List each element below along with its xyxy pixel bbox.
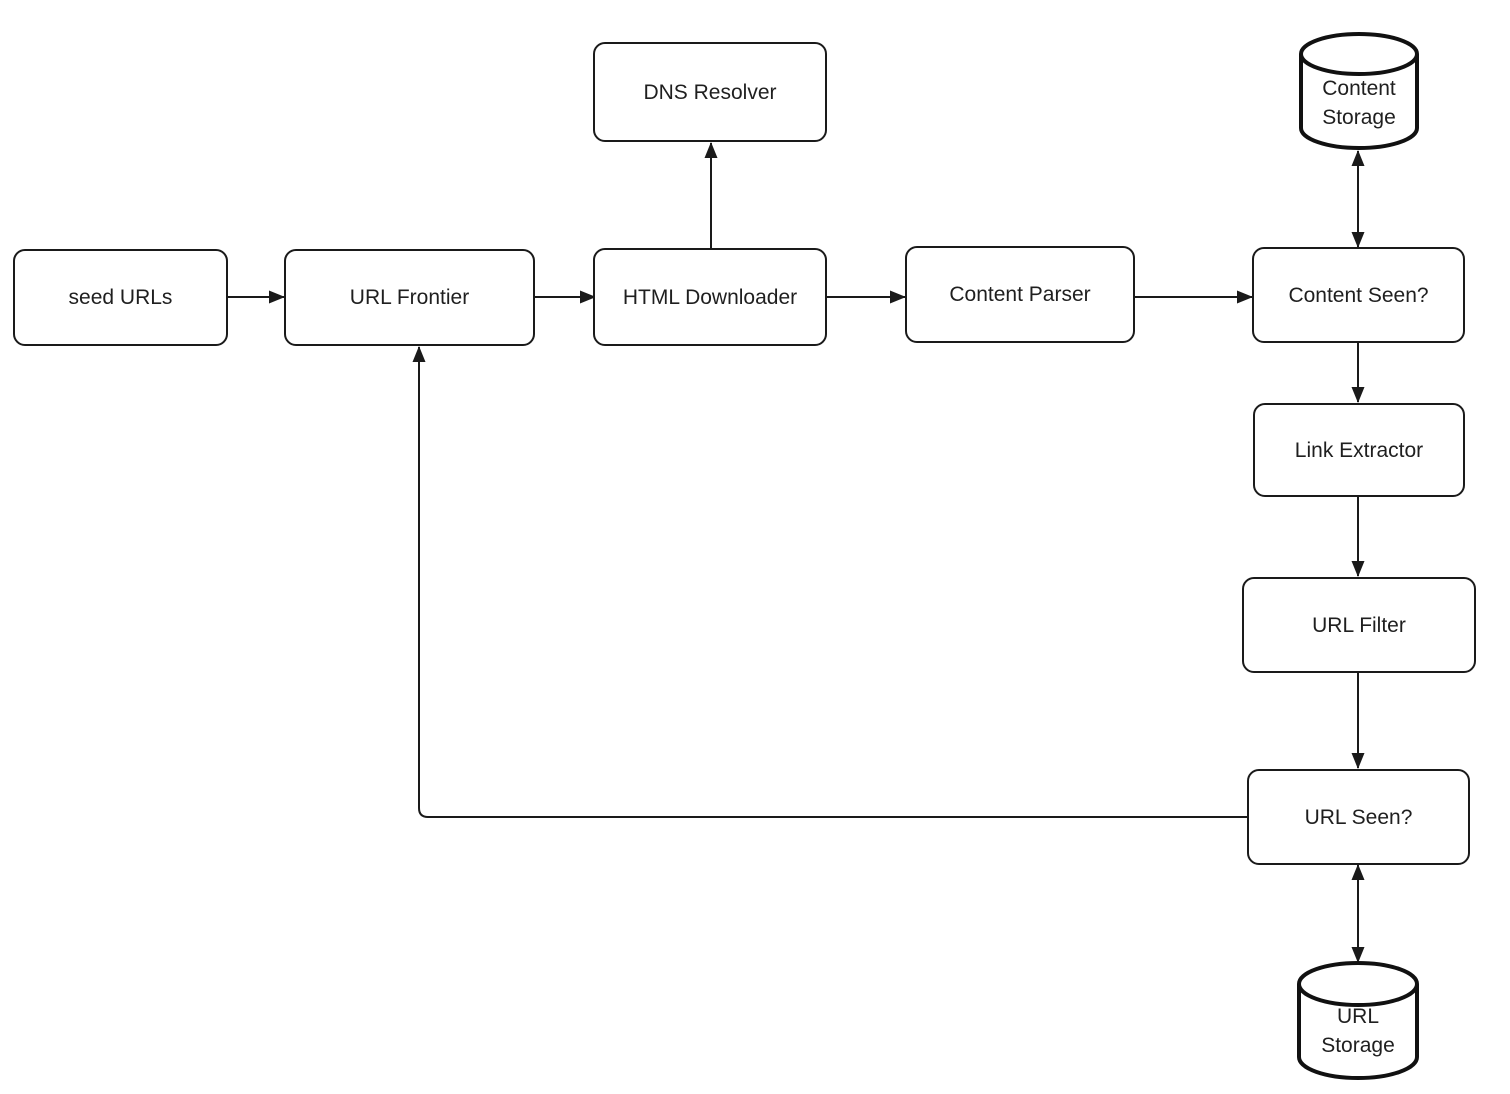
node-label: Content Parser [949, 283, 1091, 306]
node-label: HTML Downloader [622, 285, 798, 309]
node-url-storage [1297, 961, 1419, 1080]
node-url-storage-label: URL Storage [1321, 1005, 1395, 1057]
node-label: URL Seen? [1304, 805, 1413, 829]
node-content-storage-label: Content Storage [1322, 77, 1396, 129]
node-dns-resolver: DNS Resolver [593, 42, 827, 142]
node-label: Content Seen? [1288, 283, 1429, 307]
node-content-seen: Content Seen? [1252, 247, 1465, 343]
node-url-seen: URL Seen? [1247, 769, 1470, 865]
node-content-storage [1299, 32, 1419, 150]
node-label: URL Frontier [349, 286, 470, 309]
node-link-extractor: Link Extractor [1253, 403, 1465, 497]
node-html-downloader: HTML Downloader [593, 248, 827, 346]
node-url-filter: URL Filter [1242, 577, 1476, 673]
node-label: URL Filter [1312, 613, 1406, 637]
node-label: DNS Resolver [643, 80, 777, 104]
node-url-frontier: URL Frontier [284, 249, 535, 346]
node-seed-urls: seed URLs [13, 249, 228, 346]
node-content-parser: Content Parser [905, 246, 1135, 343]
edge-url-seen-to-url-frontier [412, 346, 1247, 818]
node-label: Link Extractor [1294, 438, 1424, 462]
node-label: seed URLs [68, 286, 173, 309]
